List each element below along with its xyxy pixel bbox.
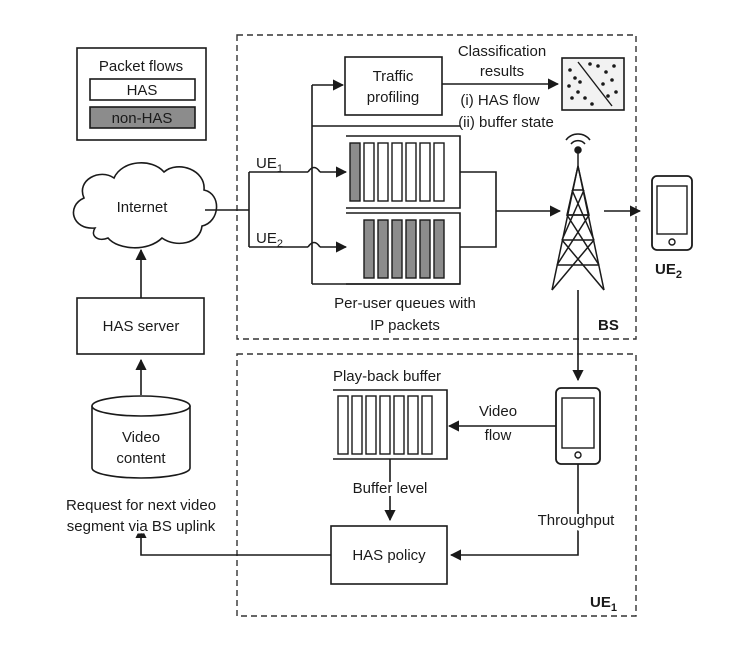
svg-text:(ii) buffer state: (ii) buffer state — [458, 114, 554, 131]
playback-buffer — [333, 389, 448, 460]
bs-region — [236, 34, 637, 340]
svg-text:IP packets: IP packets — [370, 317, 440, 334]
request-label: Request for next video — [66, 497, 216, 514]
bs-region-label: BS — [598, 317, 619, 334]
traffic-profiling-box — [344, 56, 443, 116]
playback-buffer-label: Play-back buffer — [333, 368, 441, 385]
buffer-level-label: Buffer level — [353, 480, 428, 497]
legend-non-has: non-HAS — [112, 110, 173, 127]
ue1-region — [236, 353, 637, 617]
ue2-phone-icon — [651, 175, 693, 251]
svg-text:Traffic: Traffic — [373, 68, 414, 85]
classification-results-text: Classification results (i) HAS flow (ii)… — [458, 43, 554, 131]
base-station-tower-icon — [551, 133, 605, 291]
throughput-label: Throughput — [538, 512, 616, 529]
svg-text:results: results — [480, 63, 524, 80]
svg-text:flow: flow — [485, 427, 512, 444]
video-flow-label: Video — [479, 403, 517, 420]
legend-has: HAS — [127, 82, 158, 99]
svg-text:segment via BS uplink: segment via BS uplink — [67, 518, 216, 535]
svg-text:profiling: profiling — [367, 89, 420, 106]
svg-text:content: content — [116, 450, 166, 467]
ue2-branch-label: UE2 — [256, 230, 283, 250]
queue-ue2 — [346, 212, 461, 285]
has-policy-box — [330, 525, 448, 585]
packet-flows-legend: Packet flows HAS non-HAS — [76, 47, 207, 141]
ue1-phone-icon — [555, 387, 601, 465]
ue2-device-label: UE2 — [655, 261, 682, 281]
ue1-region-label: UE1 — [590, 594, 617, 614]
svg-text:HAS server: HAS server — [103, 318, 180, 335]
svg-text:Packet flows: Packet flows — [99, 58, 183, 75]
video-content-database: Video content — [91, 395, 191, 479]
svg-text:HAS policy: HAS policy — [352, 547, 426, 564]
queue-ue1 — [346, 135, 461, 209]
has-server-box — [76, 297, 205, 355]
svg-text:Video: Video — [122, 429, 160, 446]
internet-cloud — [72, 162, 218, 249]
queues-caption: Per-user queues with — [334, 295, 476, 312]
svg-text:Classification: Classification — [458, 43, 546, 60]
ue1-branch-label: UE1 — [256, 155, 283, 175]
svg-text:(i) HAS flow: (i) HAS flow — [460, 92, 539, 109]
svg-text:Internet: Internet — [117, 199, 169, 216]
classifier-scatter-icon — [561, 57, 625, 111]
